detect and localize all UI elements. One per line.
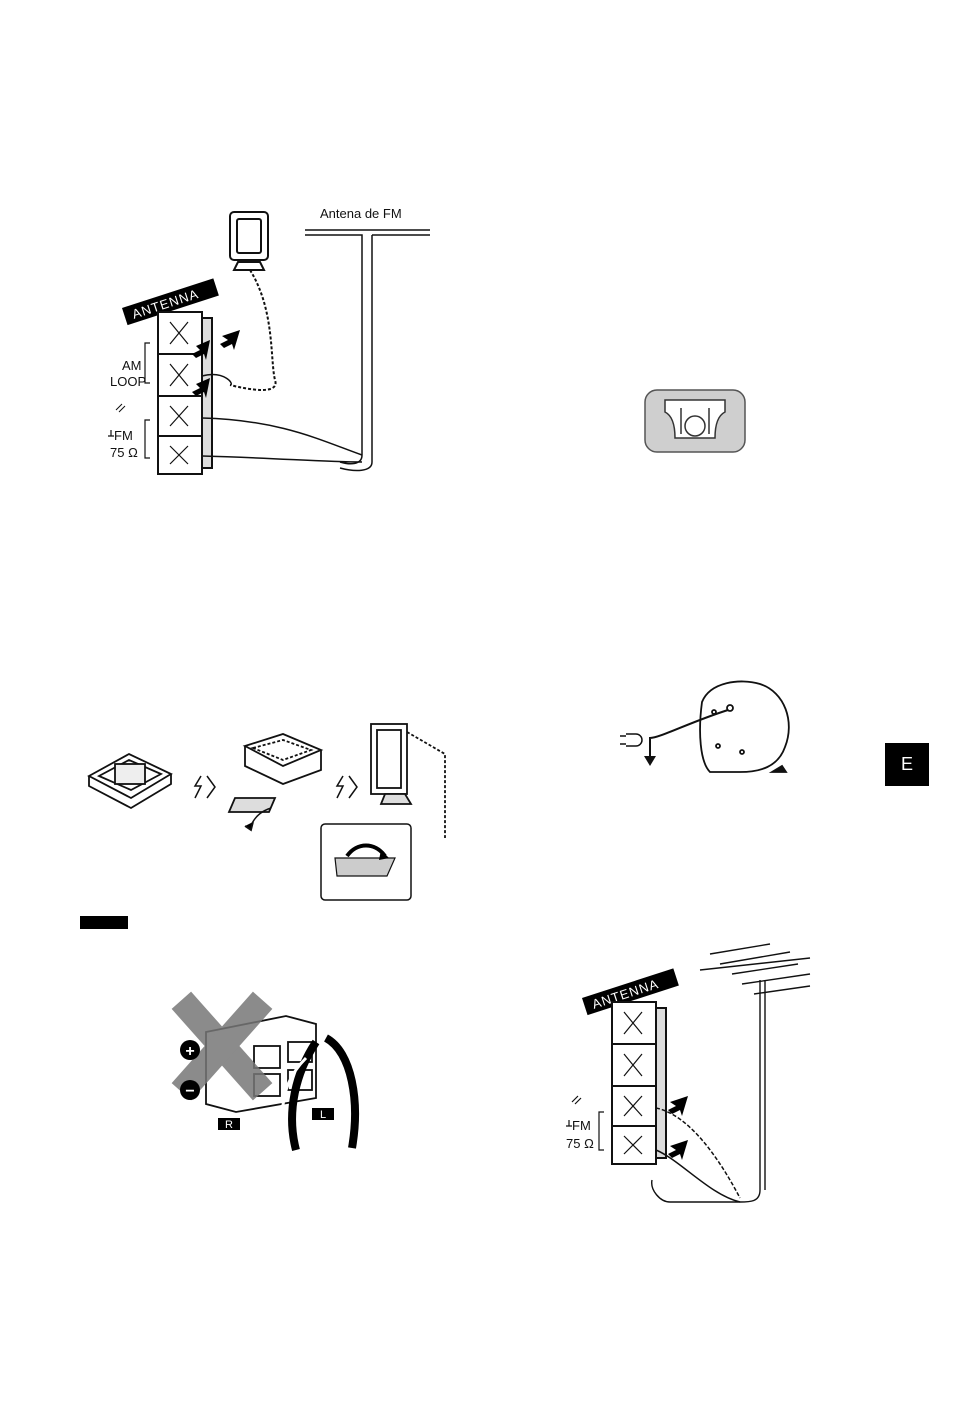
step-arrow-icon (195, 776, 357, 798)
insert-arrow-outdoor-icon (668, 1096, 688, 1160)
language-tab: E (885, 743, 929, 786)
figure-antenna-connection: Antena de FM ANTENNA AM LOOP FM (100, 200, 440, 490)
round-device-back-icon (700, 681, 789, 772)
polarity-minus-icon: − (180, 1080, 200, 1100)
fm-label-outdoor: FM (572, 1118, 591, 1133)
loop-unfolding-icon (229, 734, 321, 830)
figure-am-loop-assembly (85, 718, 455, 902)
terminal-labels: AM LOOP FM 75 Ω (110, 358, 146, 460)
figure-speaker-wiring-wrong: + − R L (176, 1002, 366, 1152)
ohm-label-outdoor: 75 Ω (566, 1136, 594, 1151)
plus-sign: + (185, 1043, 194, 1060)
fm-antenna-label: Antena de FM (320, 206, 402, 221)
figure-power-plug (620, 672, 800, 782)
speaker-left-label: L (320, 1109, 326, 1121)
figure-listener-top-view (643, 388, 747, 456)
polarity-plus-icon: + (180, 1040, 200, 1060)
speaker-right-label: R (225, 1119, 233, 1131)
standing-loop-icon (371, 724, 445, 838)
antenna-terminal-block (158, 312, 212, 474)
figure-outdoor-fm-antenna: ANTENNA FM 75 Ω (560, 940, 820, 1205)
fm-wire-antenna-icon (305, 230, 430, 470)
note-marker (80, 916, 128, 929)
fm-label: FM (114, 428, 133, 443)
detail-inset (321, 824, 411, 900)
ohm-label: 75 Ω (110, 445, 138, 460)
folded-loop-icon (89, 754, 171, 808)
antenna-terminal-block-outdoor (612, 1002, 666, 1164)
minus-sign: − (185, 1083, 194, 1100)
arrow-down-icon (644, 756, 656, 766)
am-loop-label-line2: LOOP (110, 374, 146, 389)
plug-icon (620, 734, 642, 746)
am-loop-label-line1: AM (122, 358, 142, 373)
am-loop-antenna-icon (230, 212, 276, 390)
